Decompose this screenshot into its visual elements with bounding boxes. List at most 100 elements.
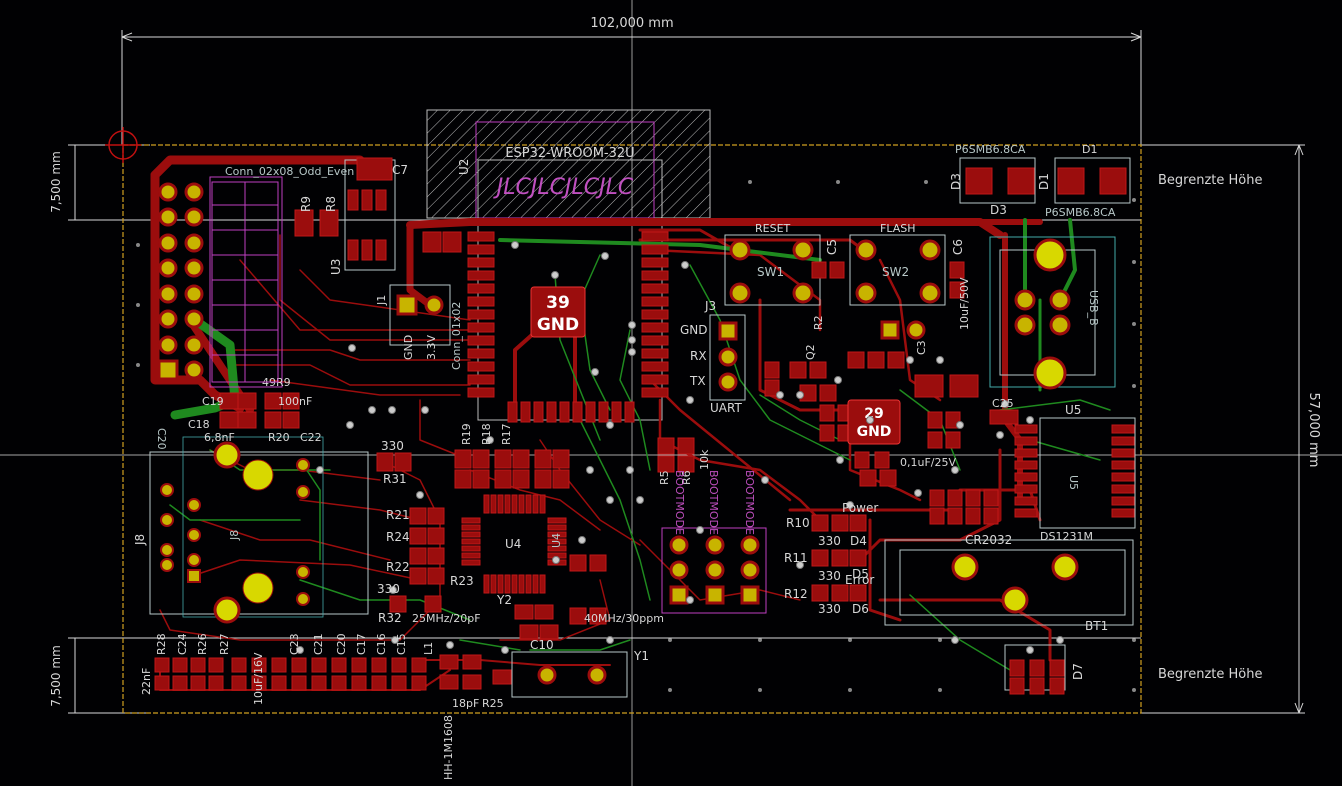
- label-reset: RESET: [755, 222, 791, 235]
- label-d1-top: D1: [1082, 143, 1097, 156]
- label-r24: R24: [386, 530, 410, 544]
- label-c6: C6: [951, 239, 965, 255]
- label-power-led: Power: [842, 501, 878, 515]
- label-error-led: Error: [845, 573, 874, 587]
- label-conn-01x02: Conn_01x02: [450, 302, 463, 370]
- label-10uf-16v: 10uF/16V: [252, 652, 265, 705]
- esp32-courtyard-text: JLCJLCJLCJLC: [493, 175, 634, 200]
- label-c10: C10: [530, 638, 554, 652]
- label-l1: L1: [422, 642, 435, 655]
- label-r31: R31: [383, 472, 407, 486]
- label-r25: R25: [482, 697, 504, 710]
- esp32-ref: U2: [457, 159, 471, 175]
- keepout-bottom-label: Begrenzte Höhe: [1158, 667, 1262, 682]
- label-d6: D6: [852, 602, 869, 616]
- label-r5: R5: [658, 470, 671, 485]
- label-r21: R21: [386, 508, 410, 522]
- label-r19: R19: [460, 423, 473, 445]
- label-uart: UART: [710, 401, 742, 415]
- label-l1-value: HH-1M1608: [442, 715, 455, 780]
- label-sw2: SW2: [882, 265, 909, 279]
- label-68nf: 6,8nF: [204, 431, 235, 444]
- label-r2: R2: [812, 315, 825, 330]
- label-d1-value: P6SMB6.8CA: [1045, 206, 1116, 219]
- label-u4: U4: [505, 537, 521, 551]
- label-c7: C7: [392, 163, 408, 177]
- label-r9: R9: [299, 196, 313, 212]
- label-y2-value: 25MHz/20pF: [412, 612, 481, 625]
- label-r11: R11: [784, 551, 808, 565]
- smd-pads: [154, 157, 1135, 695]
- label-330-r10: 330: [818, 534, 841, 548]
- label-r32: R32: [378, 611, 402, 625]
- label-j1: J1: [375, 295, 388, 306]
- label-d3: D3: [949, 173, 963, 190]
- label-j3: J3: [704, 299, 716, 313]
- label-c5: C5: [825, 239, 839, 255]
- pad-highlight-39[interactable]: 39 GND: [530, 286, 586, 338]
- label-r6: R6: [680, 470, 693, 485]
- label-22nf: 22nF: [140, 668, 153, 695]
- label-r17: R17: [500, 423, 513, 445]
- header-pin-table: [211, 181, 279, 383]
- label-bootmode-jp2: BOOTMODE: [707, 470, 720, 535]
- label-d5: D5: [852, 567, 869, 581]
- label-d3-value: P6SMB6.8CA: [955, 143, 1026, 156]
- label-c18: C18: [188, 418, 210, 431]
- label-c19: C19: [202, 395, 224, 408]
- label-c25: C25: [992, 397, 1014, 410]
- label-c20-bottom: C20: [335, 633, 348, 655]
- label-j1-3v3: 3.3V: [425, 335, 438, 360]
- pad-number-39: 39: [546, 293, 570, 313]
- label-cr2032: CR2032: [965, 533, 1012, 547]
- label-bt1: BT1: [1085, 619, 1108, 633]
- label-330-r31: 330: [381, 439, 404, 453]
- label-r23: R23: [450, 574, 474, 588]
- label-r20: R20: [268, 431, 290, 444]
- label-c21: C21: [312, 633, 325, 655]
- label-c17: C17: [355, 633, 368, 655]
- label-10k: 10k: [698, 449, 711, 470]
- label-c24: C24: [176, 633, 189, 655]
- label-flash: FLASH: [880, 222, 916, 235]
- label-conn-02x08: Conn_02x08_Odd_Even: [225, 165, 354, 178]
- dimension-height-label: 57,000 mm: [1306, 393, 1321, 468]
- label-330-r11: 330: [818, 569, 841, 583]
- label-c15: C15: [395, 633, 408, 655]
- grid-dots: [136, 180, 1136, 692]
- label-q2: Q2: [804, 344, 817, 360]
- dimension-top-keepout-label: 7,500 mm: [49, 151, 63, 213]
- label-y2: Y2: [496, 593, 512, 607]
- label-d7: D7: [1071, 663, 1085, 680]
- label-ds1231m: DS1231M: [1040, 530, 1093, 543]
- antenna-keepout: [426, 109, 711, 219]
- label-r12: R12: [784, 587, 808, 601]
- label-uart-tx: TX: [689, 374, 706, 388]
- pad-highlight-29[interactable]: 29 GND: [847, 399, 901, 445]
- label-330-r12: 330: [818, 602, 841, 616]
- label-100nf: 100nF: [278, 395, 312, 408]
- label-18pf: 18pF: [452, 697, 479, 710]
- label-y1: Y1: [633, 649, 649, 663]
- dimension-width-label: 102,000 mm: [590, 16, 673, 31]
- pad-net-29: GND: [857, 424, 892, 440]
- vias: [296, 241, 1064, 654]
- label-330-r32: 330: [377, 582, 400, 596]
- label-r10: R10: [786, 516, 810, 530]
- label-r26: R26: [196, 633, 209, 655]
- label-r8: R8: [324, 196, 338, 212]
- label-r18: R18: [480, 423, 493, 445]
- label-u4-fab: U4: [550, 533, 563, 548]
- keepout-top-label: Begrenzte Höhe: [1158, 173, 1262, 188]
- pad-net-39: GND: [537, 315, 579, 335]
- label-c16: C16: [375, 633, 388, 655]
- label-j8-fab: J8: [228, 530, 241, 541]
- label-bootmode-jp3: BOOTMODE: [743, 470, 756, 535]
- label-01uf-25v: 0,1uF/25V: [900, 456, 956, 469]
- label-r22: R22: [386, 560, 410, 574]
- label-j8: J8: [133, 534, 147, 546]
- label-sw1: SW1: [757, 265, 784, 279]
- label-uart-rx: RX: [690, 349, 707, 363]
